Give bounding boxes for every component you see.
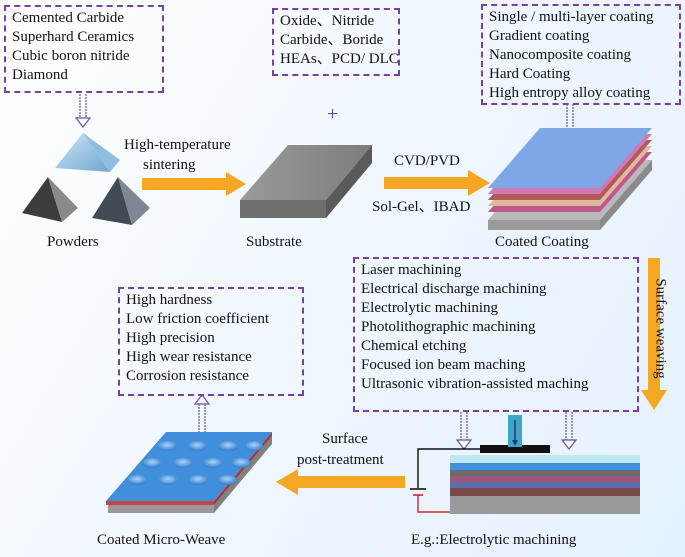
double-arrow-machining-right: [560, 412, 578, 450]
additives-line-2: Carbide、Boride: [280, 32, 384, 48]
machining-line-5: Chemical etching: [361, 338, 467, 354]
machining-line-4: Photolithographic machining: [361, 319, 536, 335]
coated-coating-label: Coated Coating: [495, 234, 589, 250]
materials-box: Cemented Carbide Superhard Ceramics Cubi…: [4, 5, 164, 93]
additives-line-3: HEAs、PCD/ DLC: [280, 51, 399, 67]
machining-line-3: Electrolytic machining: [361, 300, 499, 316]
powder-pyramids: [22, 133, 150, 225]
coating-type-5: High entropy alloy coating: [489, 85, 651, 101]
electrolytic-label: E.g.:Electrolytic machining: [411, 532, 577, 548]
sintering-label-line-1: High-temperature: [124, 137, 231, 153]
machining-line-6: Focused ion beam maching: [361, 357, 526, 373]
substrate-slab: [240, 145, 372, 218]
cvd-label: CVD/PVD: [394, 153, 460, 169]
arrow-surface-weaving: [641, 258, 667, 410]
coated-coating-stack: [488, 128, 652, 230]
property-line-3: High precision: [126, 330, 215, 346]
double-arrow-materials: [74, 94, 92, 128]
coated-microweave-label: Coated Micro-Weave: [97, 532, 226, 548]
coated-microweave-plate: [106, 432, 272, 513]
coating-type-3: Nanocomposite coating: [489, 47, 632, 63]
electrolytic-apparatus: [410, 415, 640, 514]
property-line-2: Low friction coefficient: [126, 311, 269, 327]
materials-line-2: Superhard Ceramics: [12, 29, 135, 45]
materials-line-1: Cemented Carbide: [12, 10, 125, 26]
double-arrow-machining-left: [455, 412, 473, 450]
arrow-cvd: [384, 170, 490, 196]
machining-line-7: Ultrasonic vibration-assisted maching: [361, 376, 589, 392]
machining-line-2: Electrical discharge machining: [361, 281, 547, 297]
plus-sign: +: [327, 103, 338, 125]
coating-type-2: Gradient coating: [489, 28, 590, 44]
arrow-post-treatment: [276, 469, 405, 495]
coating-types-box: Single / multi-layer coating Gradient co…: [481, 4, 681, 105]
coating-type-1: Single / multi-layer coating: [489, 9, 654, 25]
solgel-label: Sol-Gel、IBAD: [372, 199, 471, 215]
property-line-5: Corrosion resistance: [126, 368, 249, 384]
property-line-1: High hardness: [126, 292, 213, 308]
machining-box: Laser machining Electrical discharge mac…: [353, 257, 639, 412]
additives-box: Oxide、Nitride Carbide、Boride HEAs、PCD/ D…: [272, 8, 400, 76]
machining-line-1: Laser machining: [361, 262, 462, 278]
materials-line-4: Diamond: [12, 67, 68, 83]
post-treatment-label-line-1: Surface: [322, 431, 368, 447]
post-treatment-label-line-2: post-treatment: [297, 452, 384, 468]
sintering-label-line-2: sintering: [143, 157, 196, 173]
property-line-4: High wear resistance: [126, 349, 252, 365]
additives-line-1: Oxide、Nitride: [280, 13, 375, 29]
substrate-label: Substrate: [246, 234, 302, 250]
arrow-sintering: [142, 172, 246, 196]
powders-label: Powders: [47, 234, 99, 250]
coating-type-4: Hard Coating: [489, 66, 571, 82]
materials-line-3: Cubic boron nitride: [12, 48, 130, 64]
surface-weaving-label: Surface weaving: [652, 278, 669, 379]
properties-box: High hardness Low friction coefficient H…: [118, 287, 304, 396]
